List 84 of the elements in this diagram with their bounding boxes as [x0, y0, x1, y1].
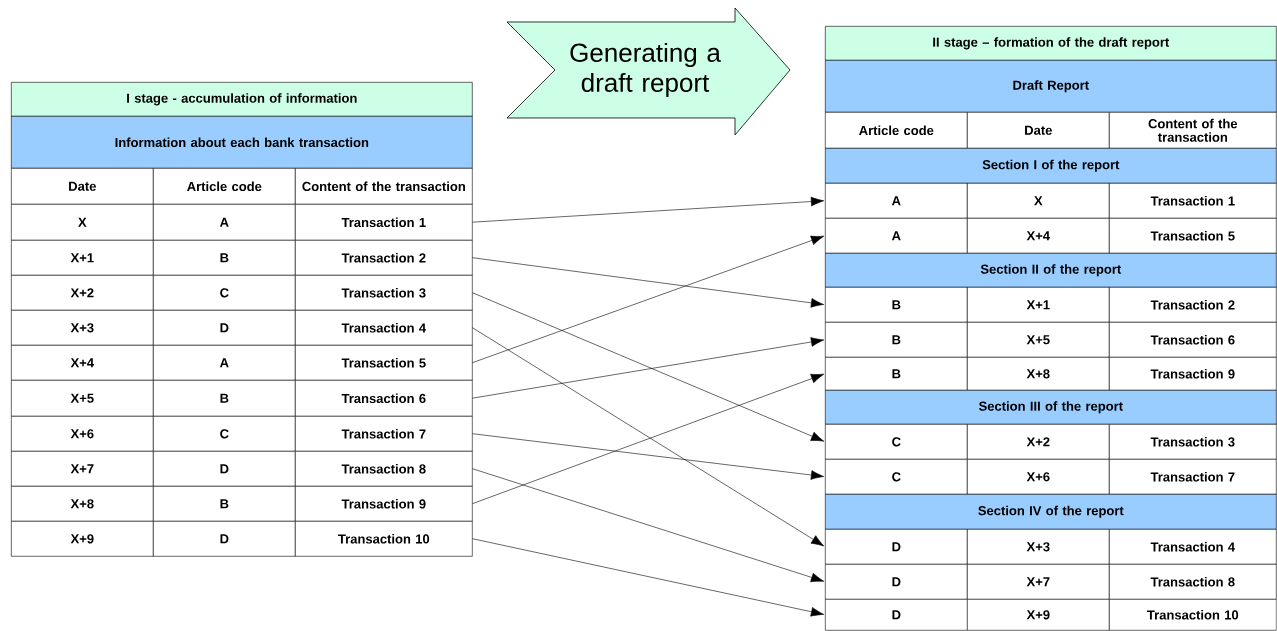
table-cell: X+6: [11, 416, 154, 452]
table-cell: X: [11, 204, 154, 241]
table-cell: D: [825, 599, 968, 631]
table-cell: Transaction 7: [295, 416, 473, 452]
table-heading: Section II of the report: [825, 253, 1277, 288]
table-cell: Transaction 3: [295, 275, 473, 311]
table-cell: X+9: [967, 599, 1110, 631]
table-cell: Transaction 4: [1109, 529, 1277, 565]
arrow: [472, 292, 825, 442]
table-cell: X+7: [11, 451, 154, 487]
table-cell: A: [825, 183, 968, 219]
table-cell: A: [153, 204, 296, 241]
table-heading: Section IV of the report: [825, 494, 1277, 530]
table-cell: B: [153, 240, 296, 276]
table-cell: B: [153, 486, 296, 522]
table-cell: X+2: [11, 275, 154, 311]
table-cell: A: [153, 345, 296, 381]
arrow: [472, 235, 825, 363]
table-cell: Transaction 10: [295, 521, 473, 557]
table-cell: B: [825, 287, 968, 323]
table-cell: Content of the transaction: [295, 168, 473, 205]
table-cell: Transaction 8: [295, 451, 473, 487]
arrow: [472, 538, 825, 617]
table-cell: X+3: [967, 529, 1110, 565]
table-cell: X+5: [967, 322, 1110, 358]
table-heading: Information about each bank transaction: [11, 116, 473, 169]
table-cell: X+1: [11, 240, 154, 276]
table-cell: B: [153, 380, 296, 417]
table-cell: Transaction 10: [1109, 599, 1277, 631]
arrow: [472, 373, 825, 504]
table-cell: Transaction 6: [295, 380, 473, 417]
table-cell: Transaction 1: [1109, 183, 1277, 219]
table-cell: C: [153, 416, 296, 452]
table-cell: A: [825, 218, 968, 254]
table-cell: X+5: [11, 380, 154, 417]
table-cell: D: [825, 529, 968, 565]
table-cell: B: [825, 357, 968, 391]
table-cell: Transaction 2: [1109, 287, 1277, 323]
table-cell: X+4: [967, 218, 1110, 254]
table-cell: Date: [967, 112, 1110, 149]
table-cell: C: [825, 459, 968, 495]
table-cell: Transaction 9: [1109, 357, 1277, 391]
table-cell: Article code: [153, 168, 296, 205]
table-cell: Transaction 5: [1109, 218, 1277, 254]
arrow: [472, 337, 825, 399]
table-cell: X+3: [11, 310, 154, 346]
arrow: [472, 433, 824, 480]
arrow: [472, 196, 824, 223]
table-cell: X+6: [967, 459, 1110, 495]
table-cell: X+8: [967, 357, 1110, 391]
table-cell: Date: [11, 168, 154, 205]
arrow: [472, 468, 825, 583]
table-cell: Transaction 6: [1109, 322, 1277, 358]
table-cell: C: [825, 424, 968, 460]
table-cell: X+2: [967, 424, 1110, 460]
arrow: [472, 327, 825, 547]
arrow: [472, 257, 824, 308]
table-heading: Section I of the report: [825, 148, 1277, 184]
table-cell: D: [825, 564, 968, 600]
table-cell: Transaction 2: [295, 240, 473, 276]
table-cell: Transaction 1: [295, 204, 473, 241]
table-cell: Transaction 5: [295, 345, 473, 381]
table-cell: Transaction 8: [1109, 564, 1277, 600]
table-cell: Transaction 4: [295, 310, 473, 346]
table-cell: X: [967, 183, 1110, 219]
table-cell: X+7: [967, 564, 1110, 600]
table-cell: D: [153, 521, 296, 557]
table-cell: X+1: [967, 287, 1110, 323]
table-cell: B: [825, 322, 968, 358]
table-cell: Transaction 9: [295, 486, 473, 522]
table-cell: X+4: [11, 345, 154, 381]
table-cell: D: [153, 310, 296, 346]
table-cell: D: [153, 451, 296, 487]
table-cell: C: [153, 275, 296, 311]
table-heading: Draft Report: [825, 60, 1277, 113]
table-cell: X+9: [11, 521, 154, 557]
table-cell: X+8: [11, 486, 154, 522]
table-cell: Transaction 3: [1109, 424, 1277, 460]
table-cell: Transaction 7: [1109, 459, 1277, 495]
table-cell: Content of the transaction: [1109, 112, 1277, 149]
stage-title: II stage – formation of the draft report: [825, 26, 1277, 61]
stage-title: I stage - accumulation of information: [11, 82, 473, 117]
table-heading: Section III of the report: [825, 390, 1277, 425]
table-cell: Article code: [825, 112, 968, 149]
